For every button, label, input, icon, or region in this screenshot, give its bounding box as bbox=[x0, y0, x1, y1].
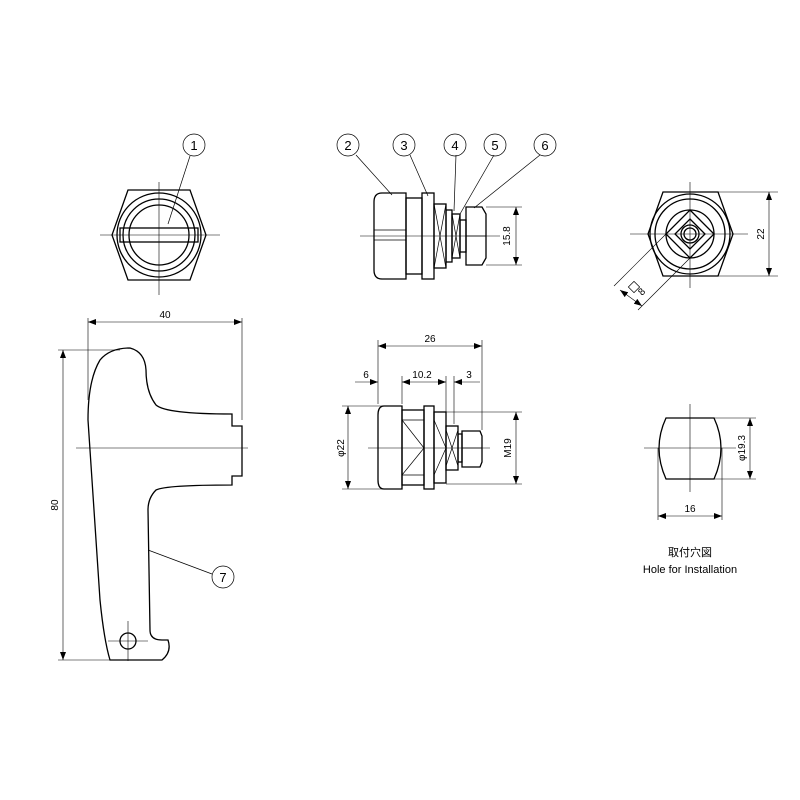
dim-head-diameter: φ22 bbox=[336, 439, 347, 457]
dim-thread: M19 bbox=[503, 438, 514, 458]
svg-text:2: 2 bbox=[344, 138, 351, 153]
front-view-hex bbox=[100, 155, 220, 295]
dim-hex-across: 22 bbox=[756, 228, 767, 240]
balloon-1: 1 bbox=[182, 133, 206, 157]
balloon-5: 5 bbox=[483, 133, 507, 157]
dim-square: 8 bbox=[636, 286, 648, 298]
svg-text:5: 5 bbox=[491, 138, 498, 153]
dim-hole-diameter: φ19.3 bbox=[737, 435, 748, 461]
dim-handle-height: 80 bbox=[50, 499, 61, 511]
svg-text:7: 7 bbox=[219, 570, 226, 585]
dim-head-length: 6 bbox=[363, 370, 369, 381]
dim-body-length: 10.2 bbox=[412, 370, 432, 381]
rear-view: 22 8 bbox=[613, 182, 778, 311]
svg-text:1: 1 bbox=[190, 138, 197, 153]
balloon-7: 7 bbox=[211, 565, 235, 589]
dim-hole-width: 16 bbox=[684, 504, 696, 515]
svg-text:6: 6 bbox=[541, 138, 548, 153]
dim-hex-height: 15.8 bbox=[502, 226, 513, 246]
balloon-3: 3 bbox=[392, 133, 416, 157]
dim-handle-width: 40 bbox=[159, 310, 171, 321]
balloon-2: 2 bbox=[336, 133, 360, 157]
caption-english: Hole for Installation bbox=[643, 564, 737, 576]
dim-nut-length: 3 bbox=[466, 370, 472, 381]
side-view-dimensioned: 26 6 10.2 3 φ22 M19 bbox=[336, 334, 522, 490]
balloon-4: 4 bbox=[443, 133, 467, 157]
dim-total-length: 26 bbox=[424, 334, 436, 345]
installation-hole-view: φ19.3 16 取付穴図 Hole for Installation bbox=[643, 404, 756, 576]
balloon-6: 6 bbox=[533, 133, 557, 157]
handle-view: 40 80 bbox=[50, 310, 248, 661]
svg-text:3: 3 bbox=[400, 138, 407, 153]
side-view-assembly: 15.8 bbox=[355, 154, 541, 280]
caption-japanese: 取付穴図 bbox=[668, 545, 712, 559]
svg-text:4: 4 bbox=[451, 138, 458, 153]
